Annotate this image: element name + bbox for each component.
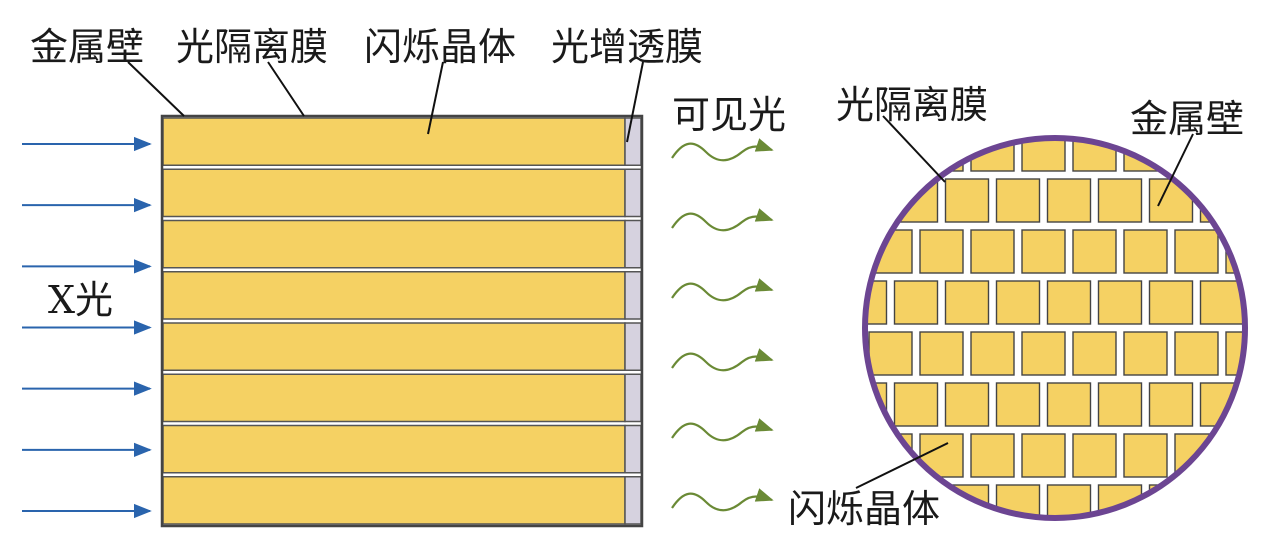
grid-crystal-cell [920,230,963,273]
crystal-layer [163,221,625,268]
grid-crystal-cell [1022,128,1065,171]
xray-arrows [22,144,150,511]
label-separation-film-right: 光隔离膜 [836,83,988,127]
grid-crystal-cell [1022,434,1065,477]
leader-separation-film-top [268,62,304,116]
grid-crystal-cell [1124,230,1167,273]
crystal-stack [162,116,642,526]
grid-crystal-cell [971,230,1014,273]
label-metal-wall-right: 金属壁 [1130,97,1244,141]
crystal-layer [163,477,625,524]
grid-crystal-cell [1099,179,1142,222]
crystal-layer [163,272,625,319]
grid-crystal-cell [920,332,963,375]
grid-crystal-cell [1048,485,1091,528]
antireflection-film-segment [625,374,641,421]
crystal-layer [163,374,625,421]
grid-crystal-cell [1252,179,1276,222]
crystal-layer [163,169,625,216]
grid-crystal-cell [1022,332,1065,375]
visible-light-wave [672,214,772,231]
grid-crystal-cell [1073,434,1116,477]
grid-crystal-cell [1073,128,1116,171]
grid-crystal-cell [997,383,1040,426]
grid-crystal-cell [818,128,861,171]
visible-light-wave [672,144,772,161]
label-metal-wall-top: 金属壁 [30,25,144,69]
grid-crystal-cell [895,281,938,324]
grid-crystal-cell [1073,332,1116,375]
grid-crystal-cell [1150,383,1193,426]
grid-crystal-cell [971,434,1014,477]
grid-crystal-cell [1048,383,1091,426]
grid-crystal-cell [1048,281,1091,324]
visible-light-wave [672,424,772,441]
grid-crystal-cell [1201,485,1244,528]
antireflection-film-segment [625,426,641,473]
label-scintillator-bottom: 闪烁晶体 [788,487,940,531]
grid-crystal-cell [1099,383,1142,426]
antireflection-film-segment [625,169,641,216]
grid-crystal-cell [971,332,1014,375]
grid-crystal-cell [1073,230,1116,273]
label-antireflection-film: 光增透膜 [551,25,703,69]
grid-crystal-cell [1022,230,1065,273]
grid-crystal-cell [1099,281,1142,324]
grid-crystal-cell [997,281,1040,324]
grid-crystal-cell [946,383,989,426]
grid-crystal-cell [946,179,989,222]
antireflection-film-segment [625,477,641,524]
antireflection-film-segment [625,221,641,268]
grid-crystal-cell [1124,332,1167,375]
visible-light-wave [672,284,772,301]
label-visible-light: 可见光 [672,93,786,137]
label-separation-film-top: 光隔离膜 [176,25,328,69]
label-scintillator-top: 闪烁晶体 [364,25,516,69]
grid-crystal-cell [1252,281,1276,324]
grid-crystal-cell [869,128,912,171]
crystal-layer [163,323,625,370]
grid-crystal-cell [1150,281,1193,324]
antireflection-film-segment [625,272,641,319]
leader-metal-wall-top [128,62,184,116]
visible-light-waves [672,144,772,511]
grid-crystal-cell [1124,434,1167,477]
grid-crystal-cell [1175,332,1218,375]
grid-crystal-cell [1201,281,1244,324]
grid-crystal-cell [895,383,938,426]
visible-light-wave [672,354,772,371]
grid-crystal-cell [946,281,989,324]
crystal-layer [163,426,625,473]
grid-crystal-cell [844,179,887,222]
grid-crystal-cell [1150,179,1193,222]
grid-crystal-cell [1175,230,1218,273]
cross-section-circle [818,128,1276,528]
label-xray: X光 [48,278,113,322]
grid-crystal-cell [997,179,1040,222]
grid-crystal-cell [818,332,861,375]
grid-crystal-cell [997,485,1040,528]
grid-crystal-cell [869,332,912,375]
grid-crystal-cell [1226,434,1269,477]
grid-crystal-cell [818,434,861,477]
visible-light-wave [672,494,772,511]
grid-crystal-cell [1252,485,1276,528]
crystal-layer [163,118,625,165]
antireflection-film-segment [625,323,641,370]
grid-crystal-cell [1048,179,1091,222]
grid-crystal-cell [818,230,861,273]
grid-crystal-cell [1252,383,1276,426]
crystal-grid [818,128,1276,528]
